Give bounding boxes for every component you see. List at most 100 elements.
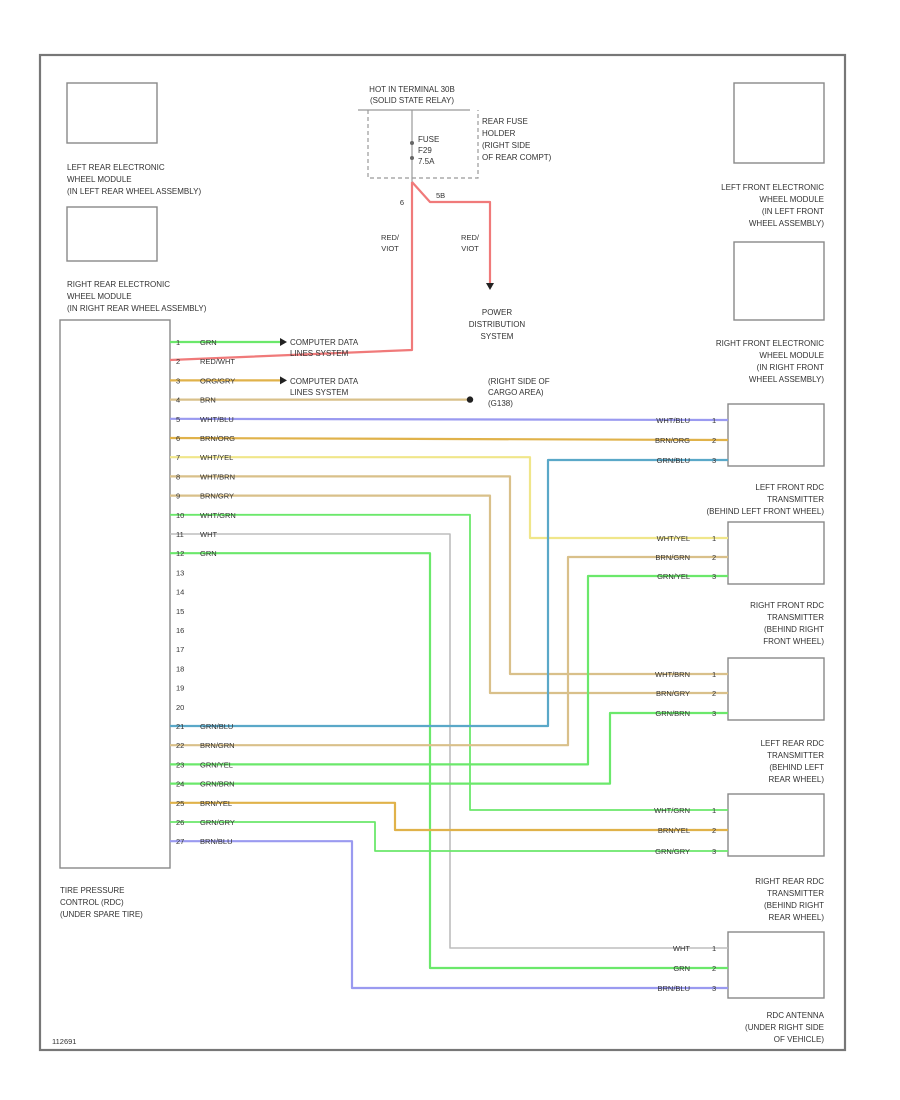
right-front-module-label-line-4: WHEEL ASSEMBLY) xyxy=(749,375,824,384)
rdc-pin-12: 12 xyxy=(176,549,184,558)
rdc-pin-10-color: WHT/GRN xyxy=(200,511,236,520)
rdc-pin-22: 22 xyxy=(176,741,184,750)
rf-module-pin-1-color: WHT/BLU xyxy=(656,416,690,425)
fuse-wire-left-color-2: VIOT xyxy=(381,244,399,253)
fuse-label-line-1: FUSE xyxy=(418,135,439,144)
rf-transmitter-pin-1-color: WHT/BRN xyxy=(655,670,690,679)
rdc-pin-1-color: GRN xyxy=(200,338,217,347)
footer-code: 112691 xyxy=(52,1037,76,1046)
fuse-pin-right: 5B xyxy=(436,191,445,200)
rdc-control-unit-box xyxy=(59,319,171,869)
fuse-wire-right-color-2: VIOT xyxy=(461,244,479,253)
rr-transmitter-label-line-4: REAR WHEEL) xyxy=(768,913,824,922)
rdc-pin-6-color: BRN/ORG xyxy=(200,434,235,443)
rdc-pin-25-color: BRN/YEL xyxy=(200,799,232,808)
left-rear-module-box xyxy=(66,82,158,144)
rdc-pin-23-color: GRN/YEL xyxy=(200,760,233,769)
rear-fuse-label-line-1: REAR FUSE xyxy=(482,117,528,126)
right-front-module-label-line-3: (IN RIGHT FRONT xyxy=(757,363,825,372)
computer-data-2-label-line-2: LINES SYSTEM xyxy=(290,388,349,397)
rdc-pin-9: 9 xyxy=(176,492,180,501)
rear-fuse-label-line-2: HOLDER xyxy=(482,129,516,138)
rdc-pin-12-color: GRN xyxy=(200,549,217,558)
control-unit-label-line-1: TIRE PRESSURE xyxy=(60,886,124,895)
left-rear-module-label-line-1: LEFT REAR ELECTRONIC xyxy=(67,163,165,172)
wire-pin-27-brnblu xyxy=(170,840,728,990)
rr-transmitter-pin-2-color: GRN xyxy=(673,964,690,973)
rdc-pin-18: 18 xyxy=(176,664,184,673)
rdc-pin-3: 3 xyxy=(176,376,180,385)
rf-transmitter-label-line-4: FRONT WHEEL) xyxy=(763,637,824,646)
power-distribution-arrow xyxy=(486,283,494,290)
fuse-node-bottom xyxy=(410,156,414,160)
computer-data-2-label-line-1: COMPUTER DATA xyxy=(290,377,359,386)
lf-transmitter-label-line-3: (BEHIND LEFT FRONT WHEEL) xyxy=(707,507,825,516)
lr-transmitter-pin-1-color: WHT/GRN xyxy=(654,806,690,815)
rdc-pin-15: 15 xyxy=(176,607,184,616)
rdc-pin-4: 4 xyxy=(176,396,180,405)
rdc-pin-8: 8 xyxy=(176,472,180,481)
lf-transmitter-box xyxy=(727,521,825,585)
lr-transmitter-pin-3-color: GRN/GRY xyxy=(655,847,690,856)
rf-module-connector-box xyxy=(727,403,825,467)
red-wire-6 xyxy=(169,182,414,362)
left-front-module-box xyxy=(733,82,825,164)
rear-fuse-label-line-4: OF REAR COMPT) xyxy=(482,153,552,162)
rdc-pin-19: 19 xyxy=(176,684,184,693)
right-rear-module-label-line-3: (IN RIGHT REAR WHEEL ASSEMBLY) xyxy=(67,304,207,313)
rdc-pin-14: 14 xyxy=(176,588,184,597)
lf-transmitter-pin-2: 2 xyxy=(712,553,716,562)
rdc-pin-21-color: GRN/BLU xyxy=(200,722,233,731)
right-front-module-label-line-2: WHEEL MODULE xyxy=(759,351,824,360)
rdc-pin-5: 5 xyxy=(176,415,180,424)
ground-label-line-2: CARGO AREA) xyxy=(488,388,544,397)
rdc-pin-9-color: BRN/GRY xyxy=(200,492,234,501)
lf-transmitter-label-line-2: TRANSMITTER xyxy=(767,495,824,504)
rf-transmitter-pin-2-color: BRN/GRY xyxy=(656,689,690,698)
lr-transmitter-label-line-2: TRANSMITTER xyxy=(767,751,824,760)
lr-transmitter-pin-3: 3 xyxy=(712,847,716,856)
left-front-module-label-line-3: (IN LEFT FRONT xyxy=(762,207,824,216)
wire-pin-26-grngry xyxy=(170,821,728,852)
left-front-module-label-line-1: LEFT FRONT ELECTRONIC xyxy=(721,183,824,192)
wire-pin-5-whtblu xyxy=(169,417,729,422)
rf-module-pin-2: 2 xyxy=(712,436,716,445)
rdc-pin-11-color: WHT xyxy=(200,530,217,539)
computer-data-arrow-1 xyxy=(280,338,287,346)
left-rear-module-label-line-3: (IN LEFT REAR WHEEL ASSEMBLY) xyxy=(67,187,201,196)
rf-module-pin-1: 1 xyxy=(712,416,716,425)
wire-pin-8-whtbrn xyxy=(170,475,728,676)
rdc-pin-2-color: RED/WHT xyxy=(200,357,235,366)
lr-transmitter-pin-2: 2 xyxy=(712,826,716,835)
left-front-module-label-line-2: WHEEL MODULE xyxy=(759,195,824,204)
rdc-antenna-label-line-1: RDC ANTENNA xyxy=(767,1011,825,1020)
control-unit-label-line-3: (UNDER SPARE TIRE) xyxy=(60,910,143,919)
rf-transmitter-label-line-3: (BEHIND RIGHT xyxy=(764,625,824,634)
right-rear-module-label-line-2: WHEEL MODULE xyxy=(67,292,132,301)
lf-transmitter-pin-1: 1 xyxy=(712,534,716,543)
rdc-pin-4-color: BRN xyxy=(200,396,216,405)
power-distribution-label-line-1: POWER xyxy=(482,308,512,317)
rf-transmitter-pin-1: 1 xyxy=(712,670,716,679)
lf-transmitter-label-line-1: LEFT FRONT RDC xyxy=(755,483,824,492)
wire-pin-11-wht xyxy=(170,533,728,949)
rdc-pin-3-color: ORG/GRY xyxy=(200,376,235,385)
right-rear-module-box xyxy=(66,206,158,262)
rr-transmitter-pin-1-color: WHT xyxy=(673,944,690,953)
rdc-pin-17: 17 xyxy=(176,645,184,654)
rr-transmitter-label-line-1: RIGHT REAR RDC xyxy=(755,877,824,886)
wire-pin-10-whtgrn xyxy=(170,513,728,811)
power-distribution-label-line-3: SYSTEM xyxy=(481,332,514,341)
wire-pin-23-grnyel xyxy=(170,574,728,766)
fuse-pin-left: 6 xyxy=(400,198,404,207)
rdc-pin-11: 11 xyxy=(176,530,184,539)
rdc-pin-27-color: BRN/BLU xyxy=(200,837,233,846)
rdc-pin-22-color: BRN/GRN xyxy=(200,741,235,750)
rdc-pin-8-color: WHT/BRN xyxy=(200,472,235,481)
rr-transmitter-pin-2: 2 xyxy=(712,964,716,973)
rdc-pin-2: 2 xyxy=(176,357,180,366)
wire-pin-6-brnorg xyxy=(169,436,729,442)
wire-pin-25-brnyel xyxy=(170,801,728,832)
rdc-pin-24: 24 xyxy=(176,780,184,789)
